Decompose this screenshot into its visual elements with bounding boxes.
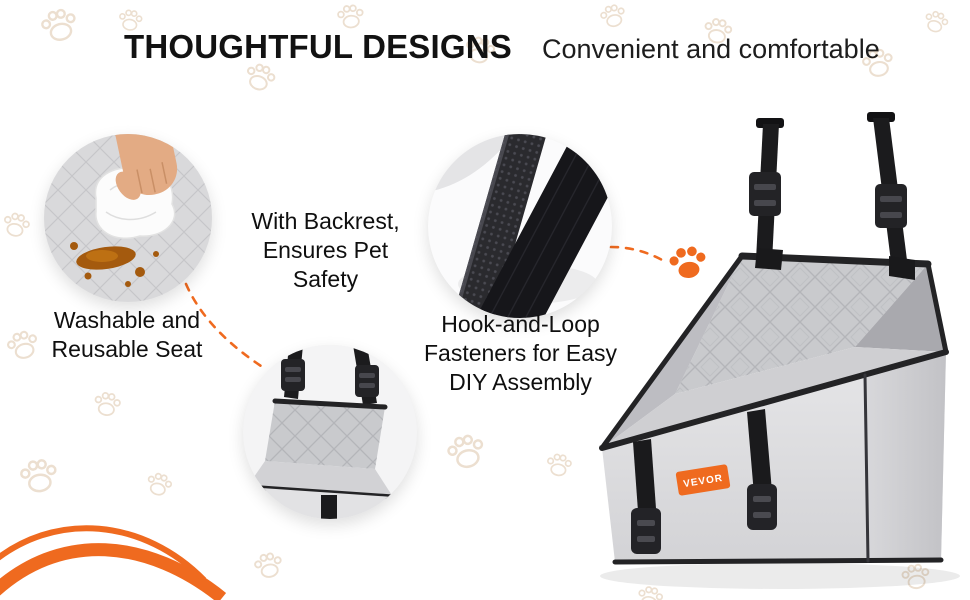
page-subtitle: Convenient and comfortable xyxy=(542,34,880,64)
swoosh-decoration-thick xyxy=(0,543,227,600)
strap-anchor-left xyxy=(755,248,783,270)
brand-label: VEVOR xyxy=(675,464,731,496)
swoosh-decoration-thin xyxy=(0,525,207,583)
mini-strap-right xyxy=(353,345,379,405)
strap-anchor-right xyxy=(889,256,915,280)
front-buckle-strap-right xyxy=(747,409,777,530)
page-title: THOUGHTFUL DESIGNS xyxy=(124,28,512,65)
mini-strap-left xyxy=(281,345,305,399)
washable-feature-photo xyxy=(44,134,212,302)
right-wall-interior xyxy=(855,264,946,352)
front-wall-exterior xyxy=(602,352,946,562)
product-photo-pet-booster-seat: VEVOR xyxy=(599,112,960,589)
hand xyxy=(114,134,178,200)
backrest-caption: With Backrest, Ensures Pet Safety xyxy=(251,208,400,292)
right-wall-exterior xyxy=(865,352,946,561)
front-buckle-strap-left xyxy=(631,439,661,554)
quilted-backrest-interior xyxy=(675,256,928,394)
washable-caption: Washable and Reusable Seat xyxy=(51,307,203,362)
velcro-caption: Hook-and-Loop Fasteners for Easy DIY Ass… xyxy=(423,311,618,395)
product-shadow xyxy=(600,563,960,589)
paw-icon xyxy=(669,246,706,278)
backrest-feature-photo xyxy=(243,345,417,519)
hook-strip xyxy=(444,134,551,318)
mini-backrest xyxy=(244,398,396,519)
liquid-spill xyxy=(70,242,159,287)
headrest-strap-left xyxy=(749,118,784,262)
seat-body xyxy=(599,252,949,565)
header: THOUGHTFUL DESIGNS Convenient and comfor… xyxy=(124,28,880,66)
headrest-strap-right xyxy=(867,112,908,270)
